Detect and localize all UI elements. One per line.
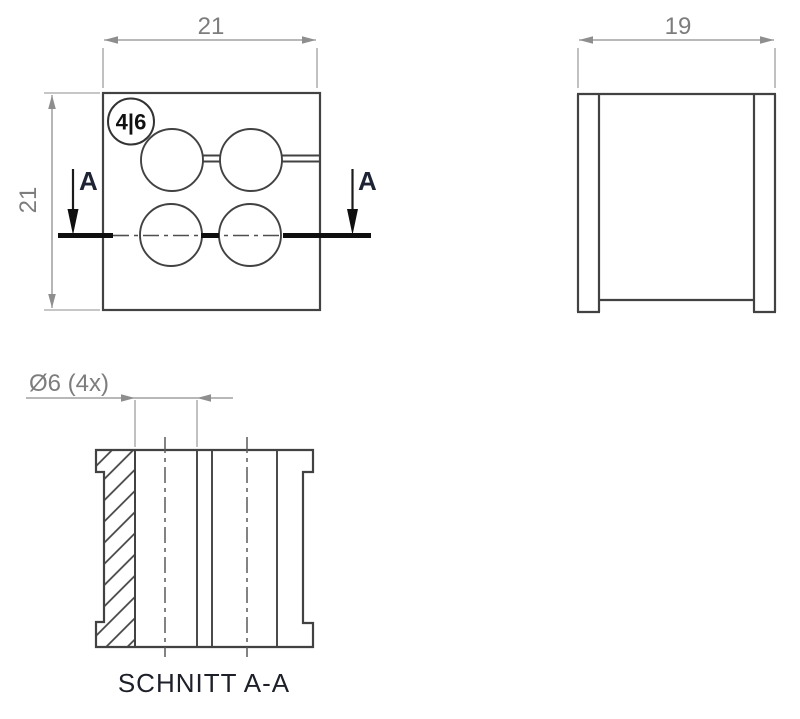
balloon-label: 4|6 xyxy=(116,110,147,135)
section-view: Ø6 (4x) SCHNITT A-A xyxy=(26,370,315,698)
dimension-value: Ø6 (4x) xyxy=(29,370,109,397)
side-body-outline xyxy=(576,92,777,314)
hole-top-left xyxy=(140,128,204,192)
hole-top-right xyxy=(219,128,283,192)
hole-diameter-dimension: Ø6 (4x) xyxy=(26,370,233,447)
arrowhead-right xyxy=(197,394,211,402)
slit-lines-top-row xyxy=(202,154,320,163)
hatched-cut-wall xyxy=(95,449,136,648)
arrowhead-top xyxy=(48,95,56,109)
section-cut-line: A A xyxy=(58,166,377,238)
front-body-outline xyxy=(101,91,322,312)
arrowhead-right xyxy=(760,36,774,44)
arrowhead-right xyxy=(302,36,316,44)
hole-centerlines xyxy=(164,437,248,657)
hole-wall-lines xyxy=(196,451,278,646)
arrowhead-bottom xyxy=(48,294,56,308)
side-view: 19 xyxy=(576,13,777,314)
arrowhead-left xyxy=(104,36,118,44)
cut-arrowhead-right xyxy=(347,209,358,235)
section-caption: SCHNITT A-A xyxy=(118,668,290,698)
arrowhead-left xyxy=(579,36,593,44)
dimension-value: 21 xyxy=(198,13,225,40)
front-left-dimension: 21 xyxy=(15,92,100,311)
side-top-dimension: 19 xyxy=(577,13,776,88)
dimension-value: 19 xyxy=(665,13,692,40)
balloon-callout: 4|6 xyxy=(107,97,155,146)
front-view: 21 21 xyxy=(15,13,377,312)
dimension-value: 21 xyxy=(15,187,42,214)
cut-arrowhead-left xyxy=(67,209,79,235)
cut-label-right: A xyxy=(358,166,377,196)
cut-label-left: A xyxy=(79,166,98,196)
front-top-dimension: 21 xyxy=(102,13,318,88)
arrowhead-left xyxy=(121,394,135,402)
balloon-circle xyxy=(107,97,155,146)
